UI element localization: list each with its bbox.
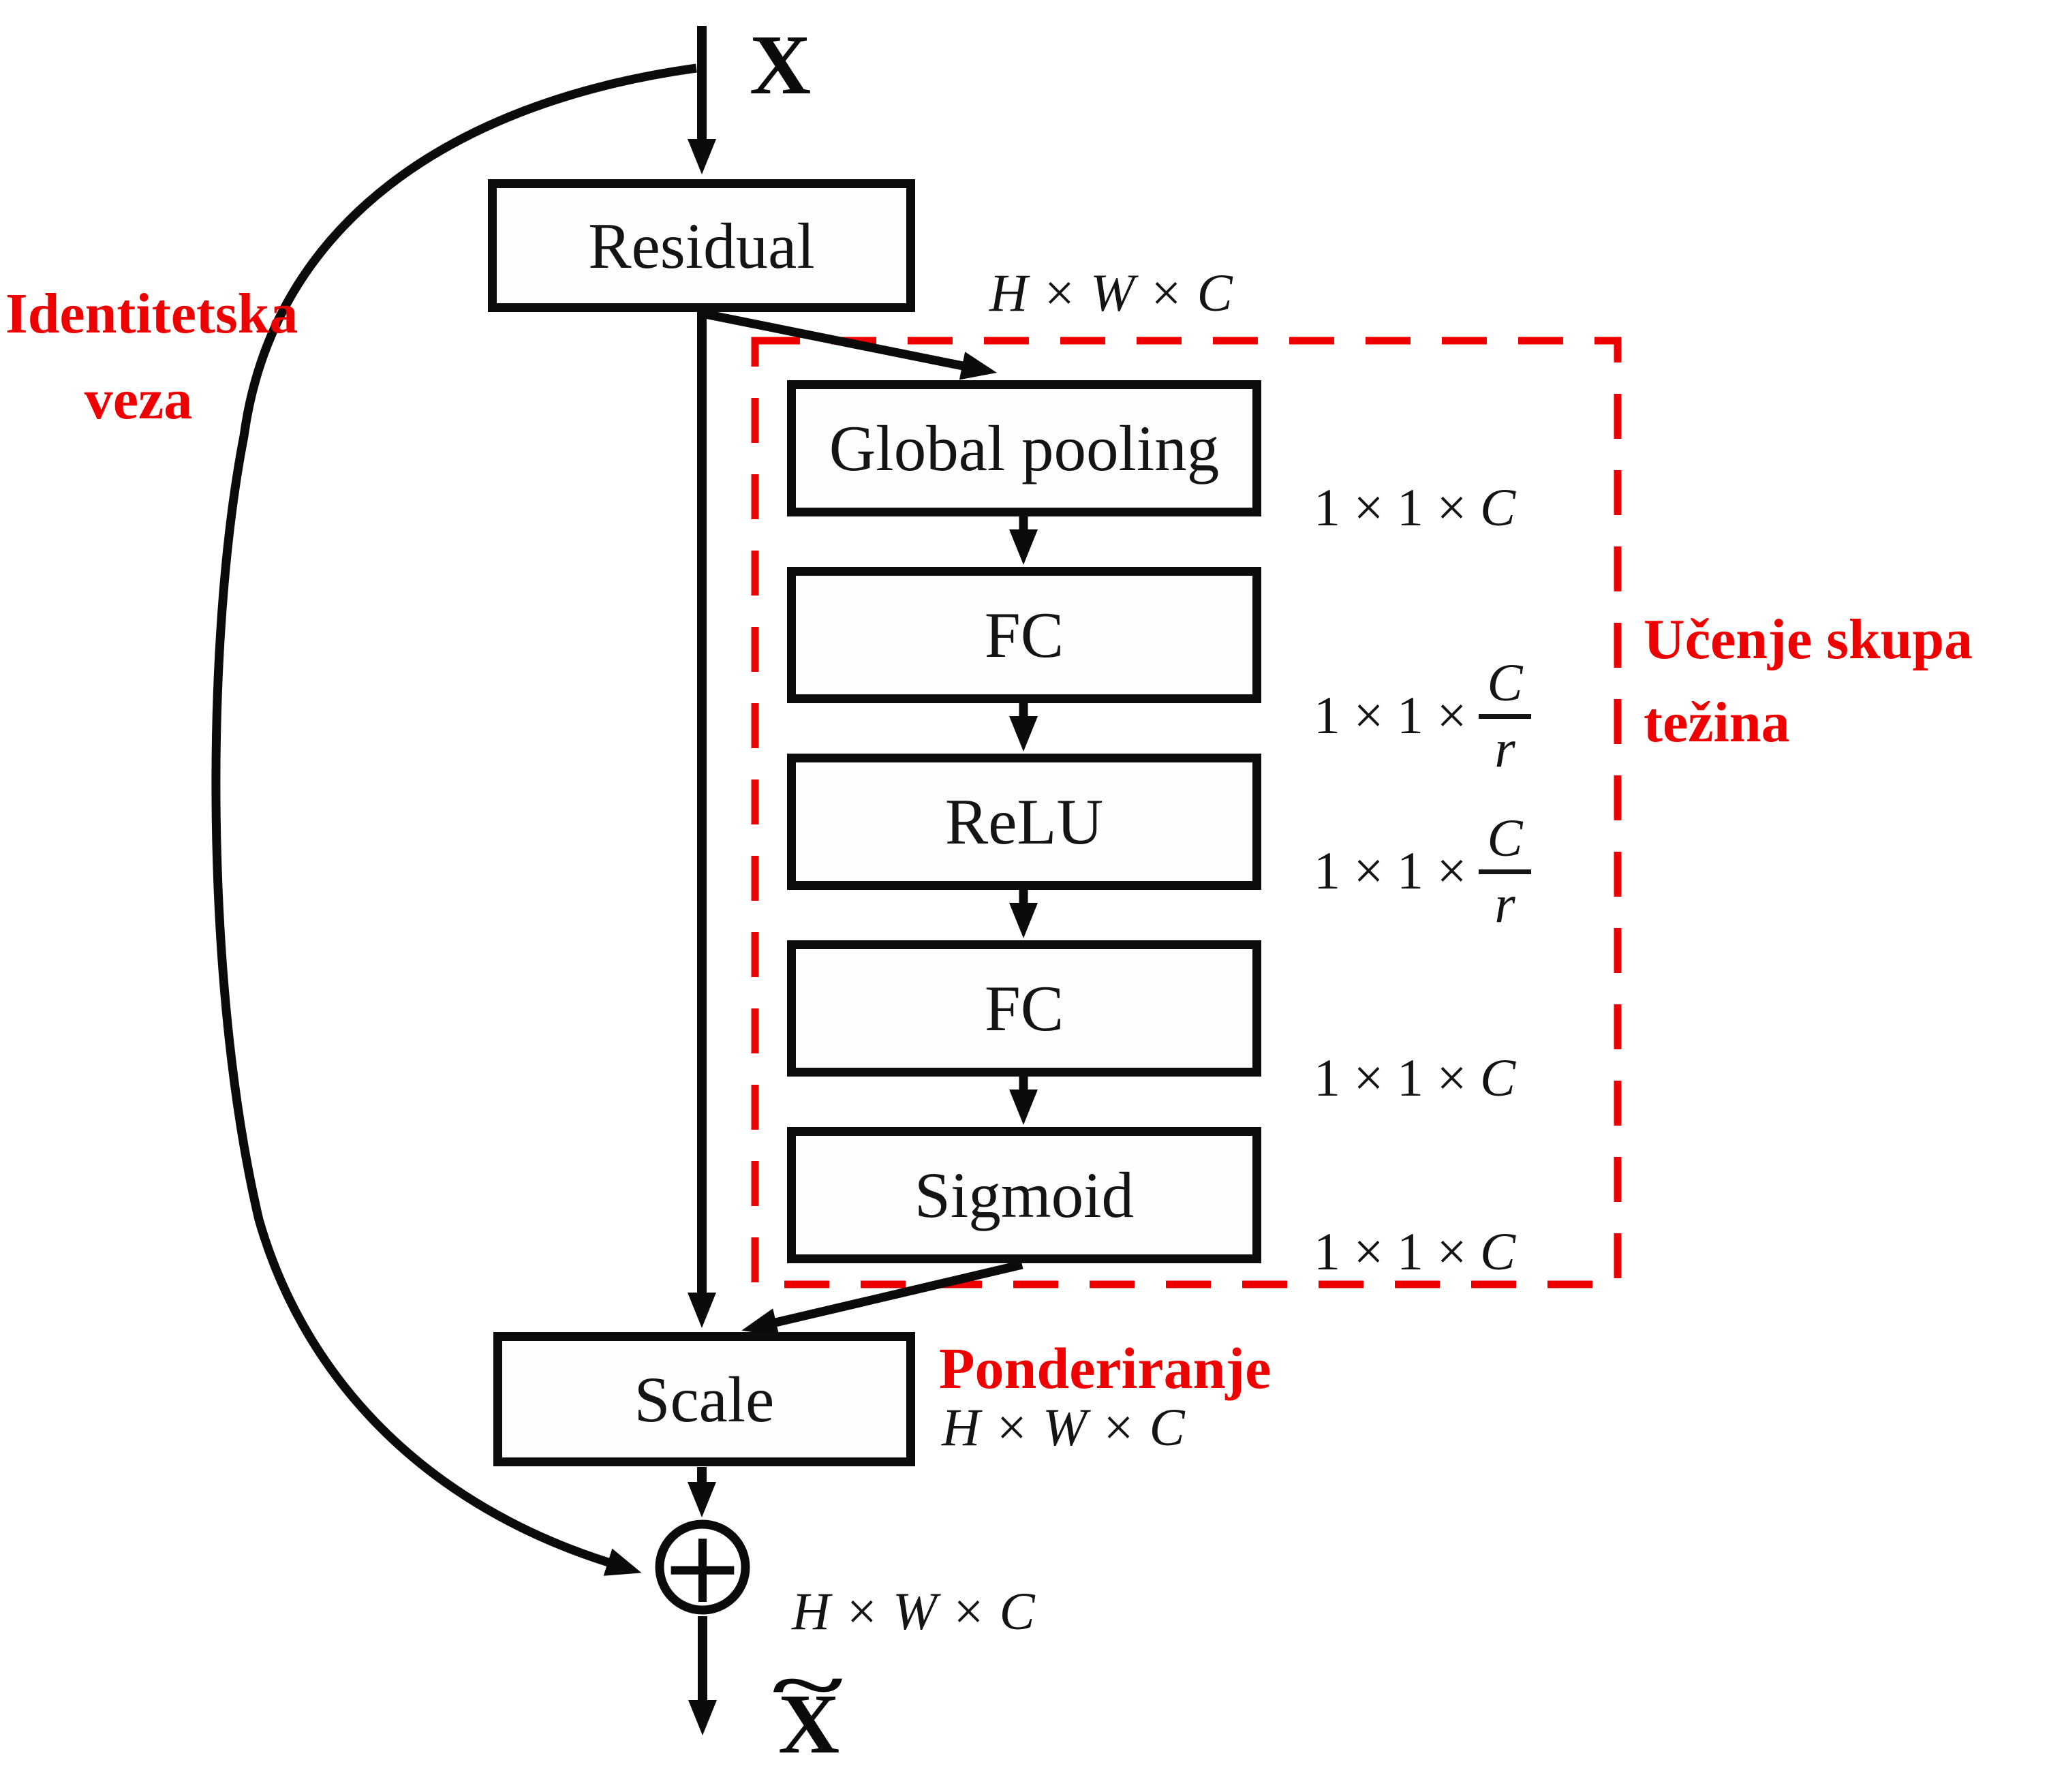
residual-box: Residual [488,179,915,312]
identity-connection-annotation: Identitetska veza [5,282,298,431]
fraction: C r [1479,655,1531,775]
fc2-dimension-label: 1 × 1 × C [1314,1048,1516,1107]
sum-dimension-label: H × W × C [792,1581,1035,1641]
sigmoid-label: Sigmoid [914,1159,1135,1231]
residual-dimension-label: H × W × C [989,263,1233,322]
global-pooling-label: Global pooling [829,412,1220,484]
sigmoid-box: Sigmoid [787,1127,1261,1263]
input-tensor-label: X [750,18,812,112]
output-tensor-label: X [778,1678,840,1772]
output-tensor-tilde: ~ [772,1645,844,1725]
fc2-label: FC [984,972,1064,1045]
sigmoid-to-scale-arrow [741,1260,1023,1337]
identity-connection-curve [211,63,697,1576]
relu-box: ReLU [787,754,1261,890]
scale-dimension-label: H × W × C [942,1397,1185,1457]
sigmoid-dimension-label: 1 × 1 × C [1314,1222,1516,1281]
fc1-box: FC [787,567,1261,703]
relu-dimension-label: 1 × 1 × C r [1314,811,1531,931]
weight-learning-annotation: Učenje skupa težina [1644,608,1973,754]
weighting-annotation: Ponderiranje [939,1335,1272,1401]
plus-icon: + [660,1509,745,1626]
scale-box: Scale [493,1332,915,1466]
fc2-box: FC [787,940,1261,1077]
global-pooling-box: Global pooling [787,380,1261,516]
relu-label: ReLU [944,786,1104,858]
weight-learning-dashed-box [751,337,1622,1288]
scale-label: Scale [634,1363,775,1436]
sum-circle [655,1519,750,1615]
fc1-dimension-label: 1 × 1 × C r [1314,655,1531,775]
residual-label: Residual [588,209,815,282]
pooling-dimension-label: 1 × 1 × C [1314,478,1516,537]
fc1-label: FC [984,599,1064,671]
residual-to-pooling-arrow [697,308,997,380]
fraction: C r [1479,811,1531,931]
